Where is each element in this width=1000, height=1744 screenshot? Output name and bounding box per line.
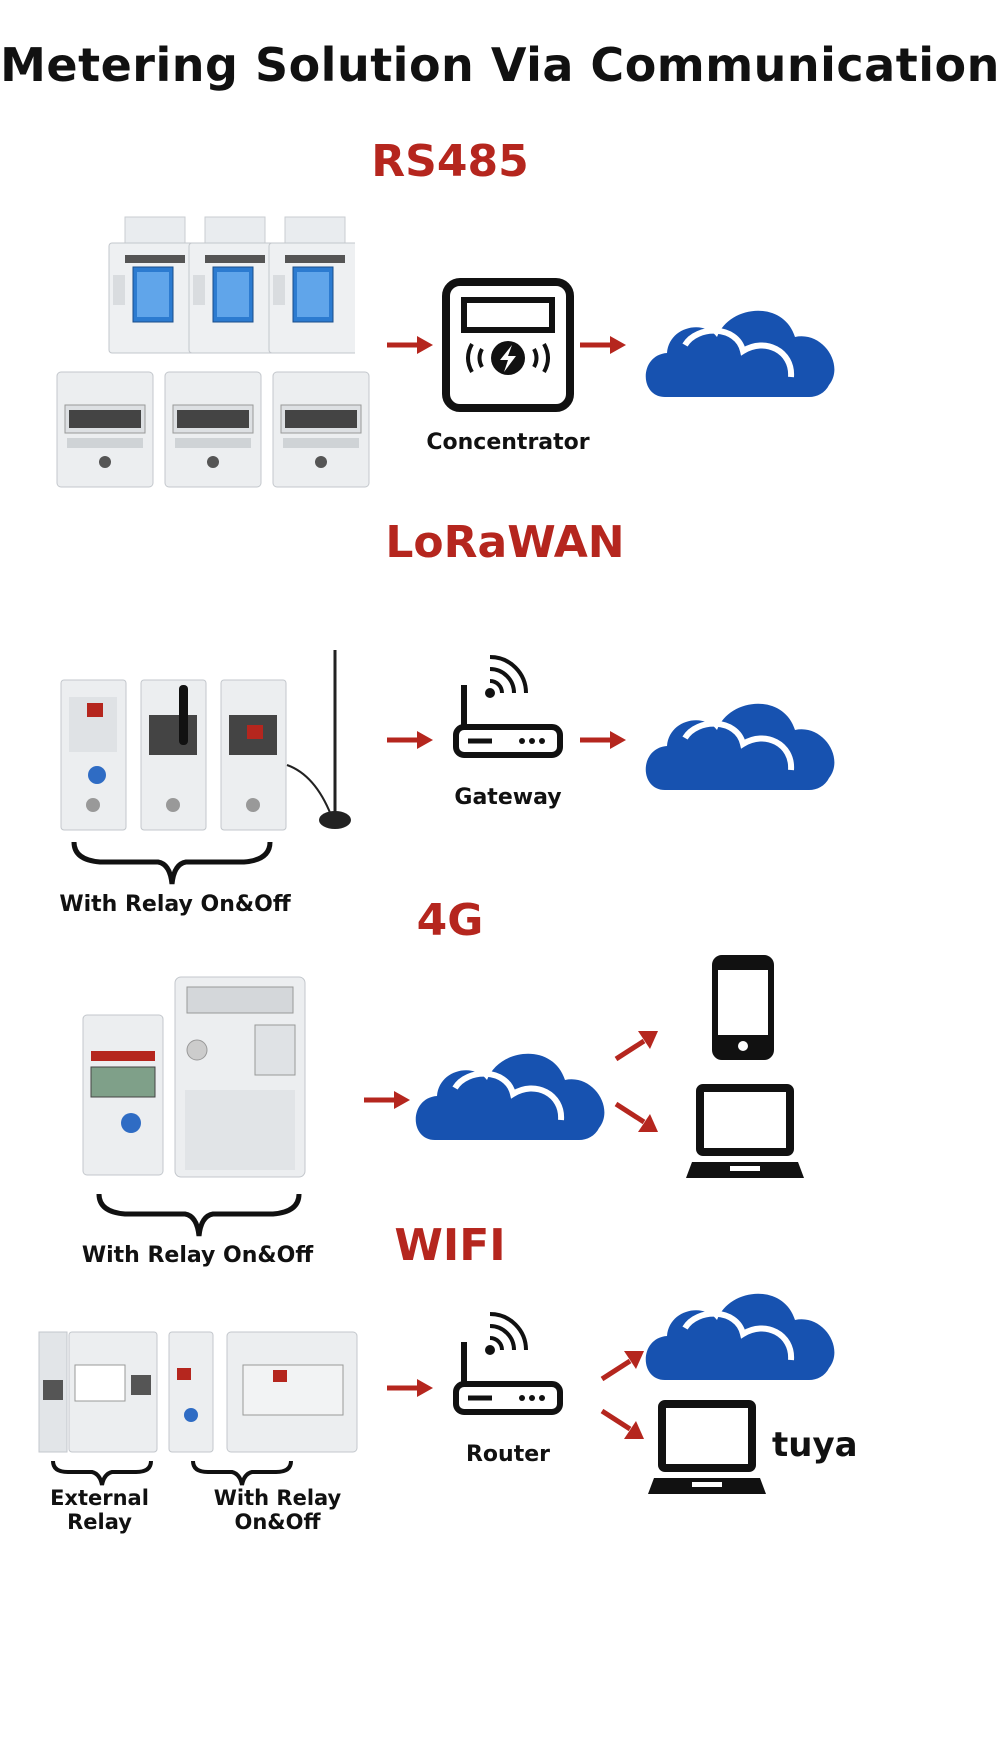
meter-3ph-1	[56, 371, 154, 488]
arrow-up-right-icon	[614, 1031, 658, 1062]
wifi-caption-external: External Relay	[50, 1486, 149, 1534]
wifi-caption-relay: With Relay On&Off	[213, 1486, 342, 1534]
section-title-4g: 4G	[416, 895, 484, 946]
rs485-three-phase-meters	[56, 371, 370, 488]
wifi-meter-3ph	[226, 1331, 358, 1453]
brace-icon	[96, 1193, 302, 1237]
laptop-icon	[686, 1084, 804, 1178]
meter-din-1	[108, 216, 202, 354]
lora-meter-1	[60, 679, 127, 831]
cloud-icon	[645, 703, 835, 790]
router-icon	[453, 655, 563, 758]
lora-meter-3	[220, 679, 287, 831]
cloud-icon	[645, 1293, 835, 1380]
meter-din-2	[188, 216, 282, 354]
wifi-meter-relay	[168, 1331, 214, 1453]
laptop-icon	[648, 1400, 766, 1494]
arrow-icon	[364, 1091, 410, 1109]
arrow-down-right-icon	[600, 1408, 644, 1439]
router-label: Router	[465, 1442, 550, 1467]
cloud-icon	[415, 1053, 605, 1140]
lora-meter-2	[140, 679, 207, 831]
brace-icon	[51, 1460, 153, 1486]
section-title-wifi: WIFI	[394, 1220, 506, 1271]
tuya-label: tuya	[772, 1425, 858, 1465]
lorawan-caption: With Relay On&Off	[59, 892, 291, 917]
arrow-up-right-icon	[600, 1351, 644, 1382]
meter-din-3	[268, 216, 355, 354]
rs485-single-phase-meters	[108, 216, 355, 354]
4g-meters	[82, 976, 306, 1178]
arrow-icon	[580, 731, 626, 749]
lorawan-meters	[60, 650, 351, 831]
wifi-meters	[38, 1331, 358, 1453]
4g-din-meter	[82, 1014, 164, 1176]
concentrator-label: Concentrator	[426, 430, 590, 455]
section-title-rs485: RS485	[371, 136, 529, 187]
4g-caption: With Relay On&Off	[81, 1243, 314, 1268]
lora-antenna	[286, 650, 351, 829]
arrow-down-right-icon	[614, 1101, 658, 1132]
router-icon	[453, 1312, 563, 1415]
page-title: Metering Solution Via Communication	[0, 38, 1000, 92]
concentrator-icon	[442, 278, 574, 412]
section-title-lorawan: LoRaWAN	[385, 517, 625, 568]
smartphone-icon	[712, 955, 774, 1060]
4g-prepaid-meter	[174, 976, 306, 1178]
wifi-meter-external-relay	[38, 1331, 158, 1453]
meter-3ph-2	[164, 371, 262, 488]
arrow-icon	[387, 1379, 433, 1397]
brace-icon	[71, 841, 273, 885]
brace-icon	[191, 1460, 293, 1486]
cloud-icon	[645, 310, 835, 397]
arrow-icon	[387, 731, 433, 749]
arrow-icon	[580, 336, 626, 354]
meter-3ph-3	[272, 371, 370, 488]
gateway-label: Gateway	[454, 785, 562, 810]
arrow-icon	[387, 336, 433, 354]
